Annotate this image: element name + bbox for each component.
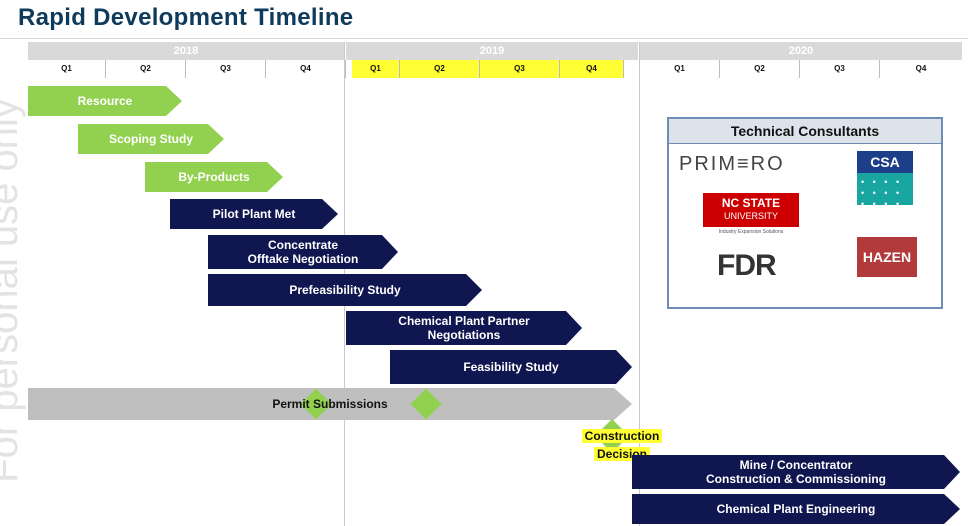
task-chemical-plant-partner: Chemical Plant Partner Negotiations (346, 311, 582, 345)
ncstate-logo-subtitle: Industry Expansion Solutions (718, 229, 784, 235)
quarter-2019-q3: Q3 (480, 60, 560, 78)
ncstate-logo-line2: UNIVERSITY (723, 211, 778, 221)
ncstate-logo-line1: NC STATE (721, 196, 781, 210)
year-2019: 2019 (346, 42, 638, 60)
task-resource: Resource (28, 86, 182, 116)
hazen-logo: HAZEN (857, 237, 917, 277)
task-label: Mine / Concentrator Construction & Commi… (706, 458, 886, 486)
task-label: Chemical Plant Engineering (716, 502, 876, 516)
task-scoping-study: Scoping Study (78, 124, 224, 154)
task-label: Feasibility Study (463, 360, 559, 374)
quarter-2020-q1: Q1 (640, 60, 720, 78)
consultants-heading: Technical Consultants (669, 119, 941, 144)
quarter-2020-q4: Q4 (915, 64, 927, 73)
permit-label-overlay: Permit Submissions (28, 388, 632, 420)
csa-dots: • • • •• • • •• • • • (861, 177, 903, 209)
hdr-logo: FDR (717, 249, 777, 282)
quarter-2019-q4: Q4 (560, 60, 624, 78)
task-mine-concentrator: Mine / Concentrator Construction & Commi… (632, 455, 960, 489)
quarter-2019-q1: Q1 (352, 60, 400, 78)
quarter-2020-q2: Q2 (720, 60, 800, 78)
task-label: Pilot Plant Met (212, 207, 296, 221)
quarter-2020-q3: Q3 (800, 60, 880, 78)
csa-logo: CSA • • • •• • • •• • • • (857, 151, 913, 209)
quarter-2018-q3: Q3 (186, 60, 266, 78)
task-prefeasibility-study: Prefeasibility Study (208, 274, 482, 306)
task-feasibility-study: Feasibility Study (390, 350, 632, 384)
quarter-2019-q2: Q2 (400, 60, 480, 78)
page-title: Rapid Development Timeline (18, 4, 354, 31)
primero-logo: PRIM≡RO (679, 153, 785, 175)
quarter-2018-q4: Q4 (266, 60, 346, 78)
watermark: For personal use only (0, 98, 26, 483)
csa-logo-text: CSA (857, 151, 913, 173)
year-2018: 2018 (28, 42, 344, 60)
technical-consultants-panel: Technical Consultants PRIM≡RO CSA • • • … (667, 117, 943, 309)
task-label: Permit Submissions (272, 397, 388, 411)
quarter-2018-q2: Q2 (106, 60, 186, 78)
year-divider-2020 (639, 42, 640, 526)
milestone-line1: Construction (581, 429, 663, 443)
task-label: Scoping Study (109, 132, 193, 146)
quarter-2018-q1: Q1 (28, 60, 106, 78)
task-pilot-plant-met: Pilot Plant Met (170, 199, 338, 229)
task-label: Prefeasibility Study (289, 283, 401, 297)
task-label: Concentrate Offtake Negotiation (247, 238, 359, 266)
year-2020: 2020 (640, 42, 962, 60)
ncstate-logo: NC STATE UNIVERSITY (703, 193, 799, 227)
task-concentrate-offtake: Concentrate Offtake Negotiation (208, 235, 398, 269)
task-by-products: By-Products (145, 162, 283, 192)
task-label: By-Products (178, 170, 250, 184)
task-label: Resource (77, 94, 133, 108)
task-chemical-plant-engineering: Chemical Plant Engineering (632, 494, 960, 524)
title-divider (0, 38, 968, 39)
task-label: Chemical Plant Partner Negotiations (398, 314, 530, 342)
